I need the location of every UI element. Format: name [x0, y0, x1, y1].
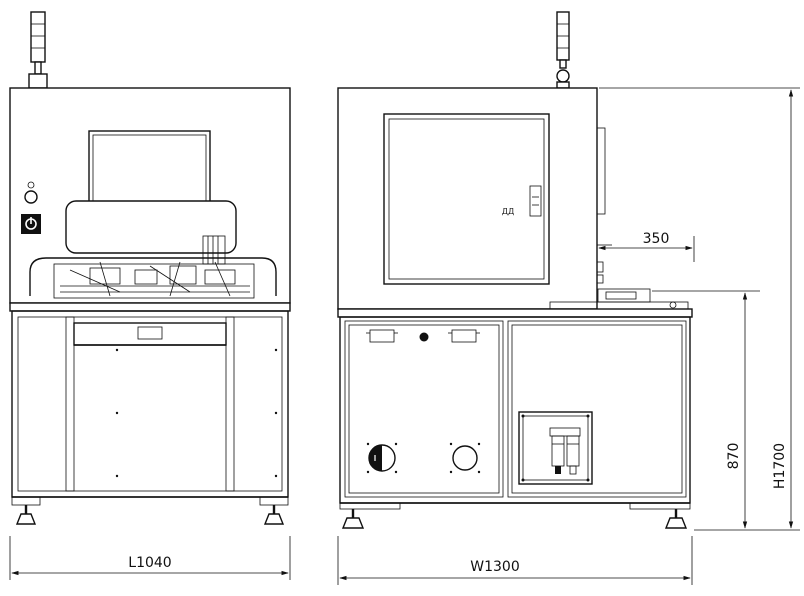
monitor [88, 130, 211, 214]
panel-handle-icon [451, 329, 477, 343]
width-label: W1300 [470, 559, 519, 575]
table-height-dimension [652, 290, 760, 529]
front-lower-frame [11, 310, 289, 498]
side-protrusions [549, 127, 689, 310]
emergency-knob-icon [24, 190, 38, 204]
length-label: L1040 [128, 555, 171, 571]
power-button-icon [21, 214, 41, 234]
door-handle-icon [529, 185, 542, 217]
console-connectors [202, 235, 226, 265]
electrical-panel [366, 329, 481, 474]
air-filter-regulator [518, 411, 593, 485]
machinery-bed [29, 257, 277, 299]
offset-label: 350 [643, 231, 670, 247]
signal-tower-icon [28, 11, 48, 89]
cable-port-icon [452, 445, 478, 471]
table-height-label: 870 [726, 443, 742, 470]
indicator-light-icon [27, 181, 35, 189]
height-label: H1700 [772, 443, 788, 489]
width-dimension [337, 536, 693, 585]
main-switch-icon [368, 444, 396, 472]
height-dimension [599, 87, 800, 531]
side-tabletop [337, 308, 693, 318]
side-lower-frame [339, 316, 691, 504]
front-feet [11, 496, 289, 525]
front-drawer [73, 322, 227, 346]
side-view: ДД [337, 11, 800, 585]
console-housing [65, 200, 237, 254]
signal-tower-icon [556, 11, 570, 89]
side-upper-cabinet [337, 87, 598, 310]
front-view: L1040 [9, 11, 291, 580]
drawer-handle-icon [137, 326, 163, 340]
cabinet-door [383, 113, 550, 285]
side-feet [339, 502, 691, 529]
panel-mark: ДД [502, 207, 515, 216]
offset-dimension [598, 236, 695, 262]
length-dimension [9, 536, 291, 580]
front-tabletop [9, 302, 291, 312]
indicator-lamp-icon [419, 332, 429, 342]
panel-handle-icon [369, 329, 395, 343]
